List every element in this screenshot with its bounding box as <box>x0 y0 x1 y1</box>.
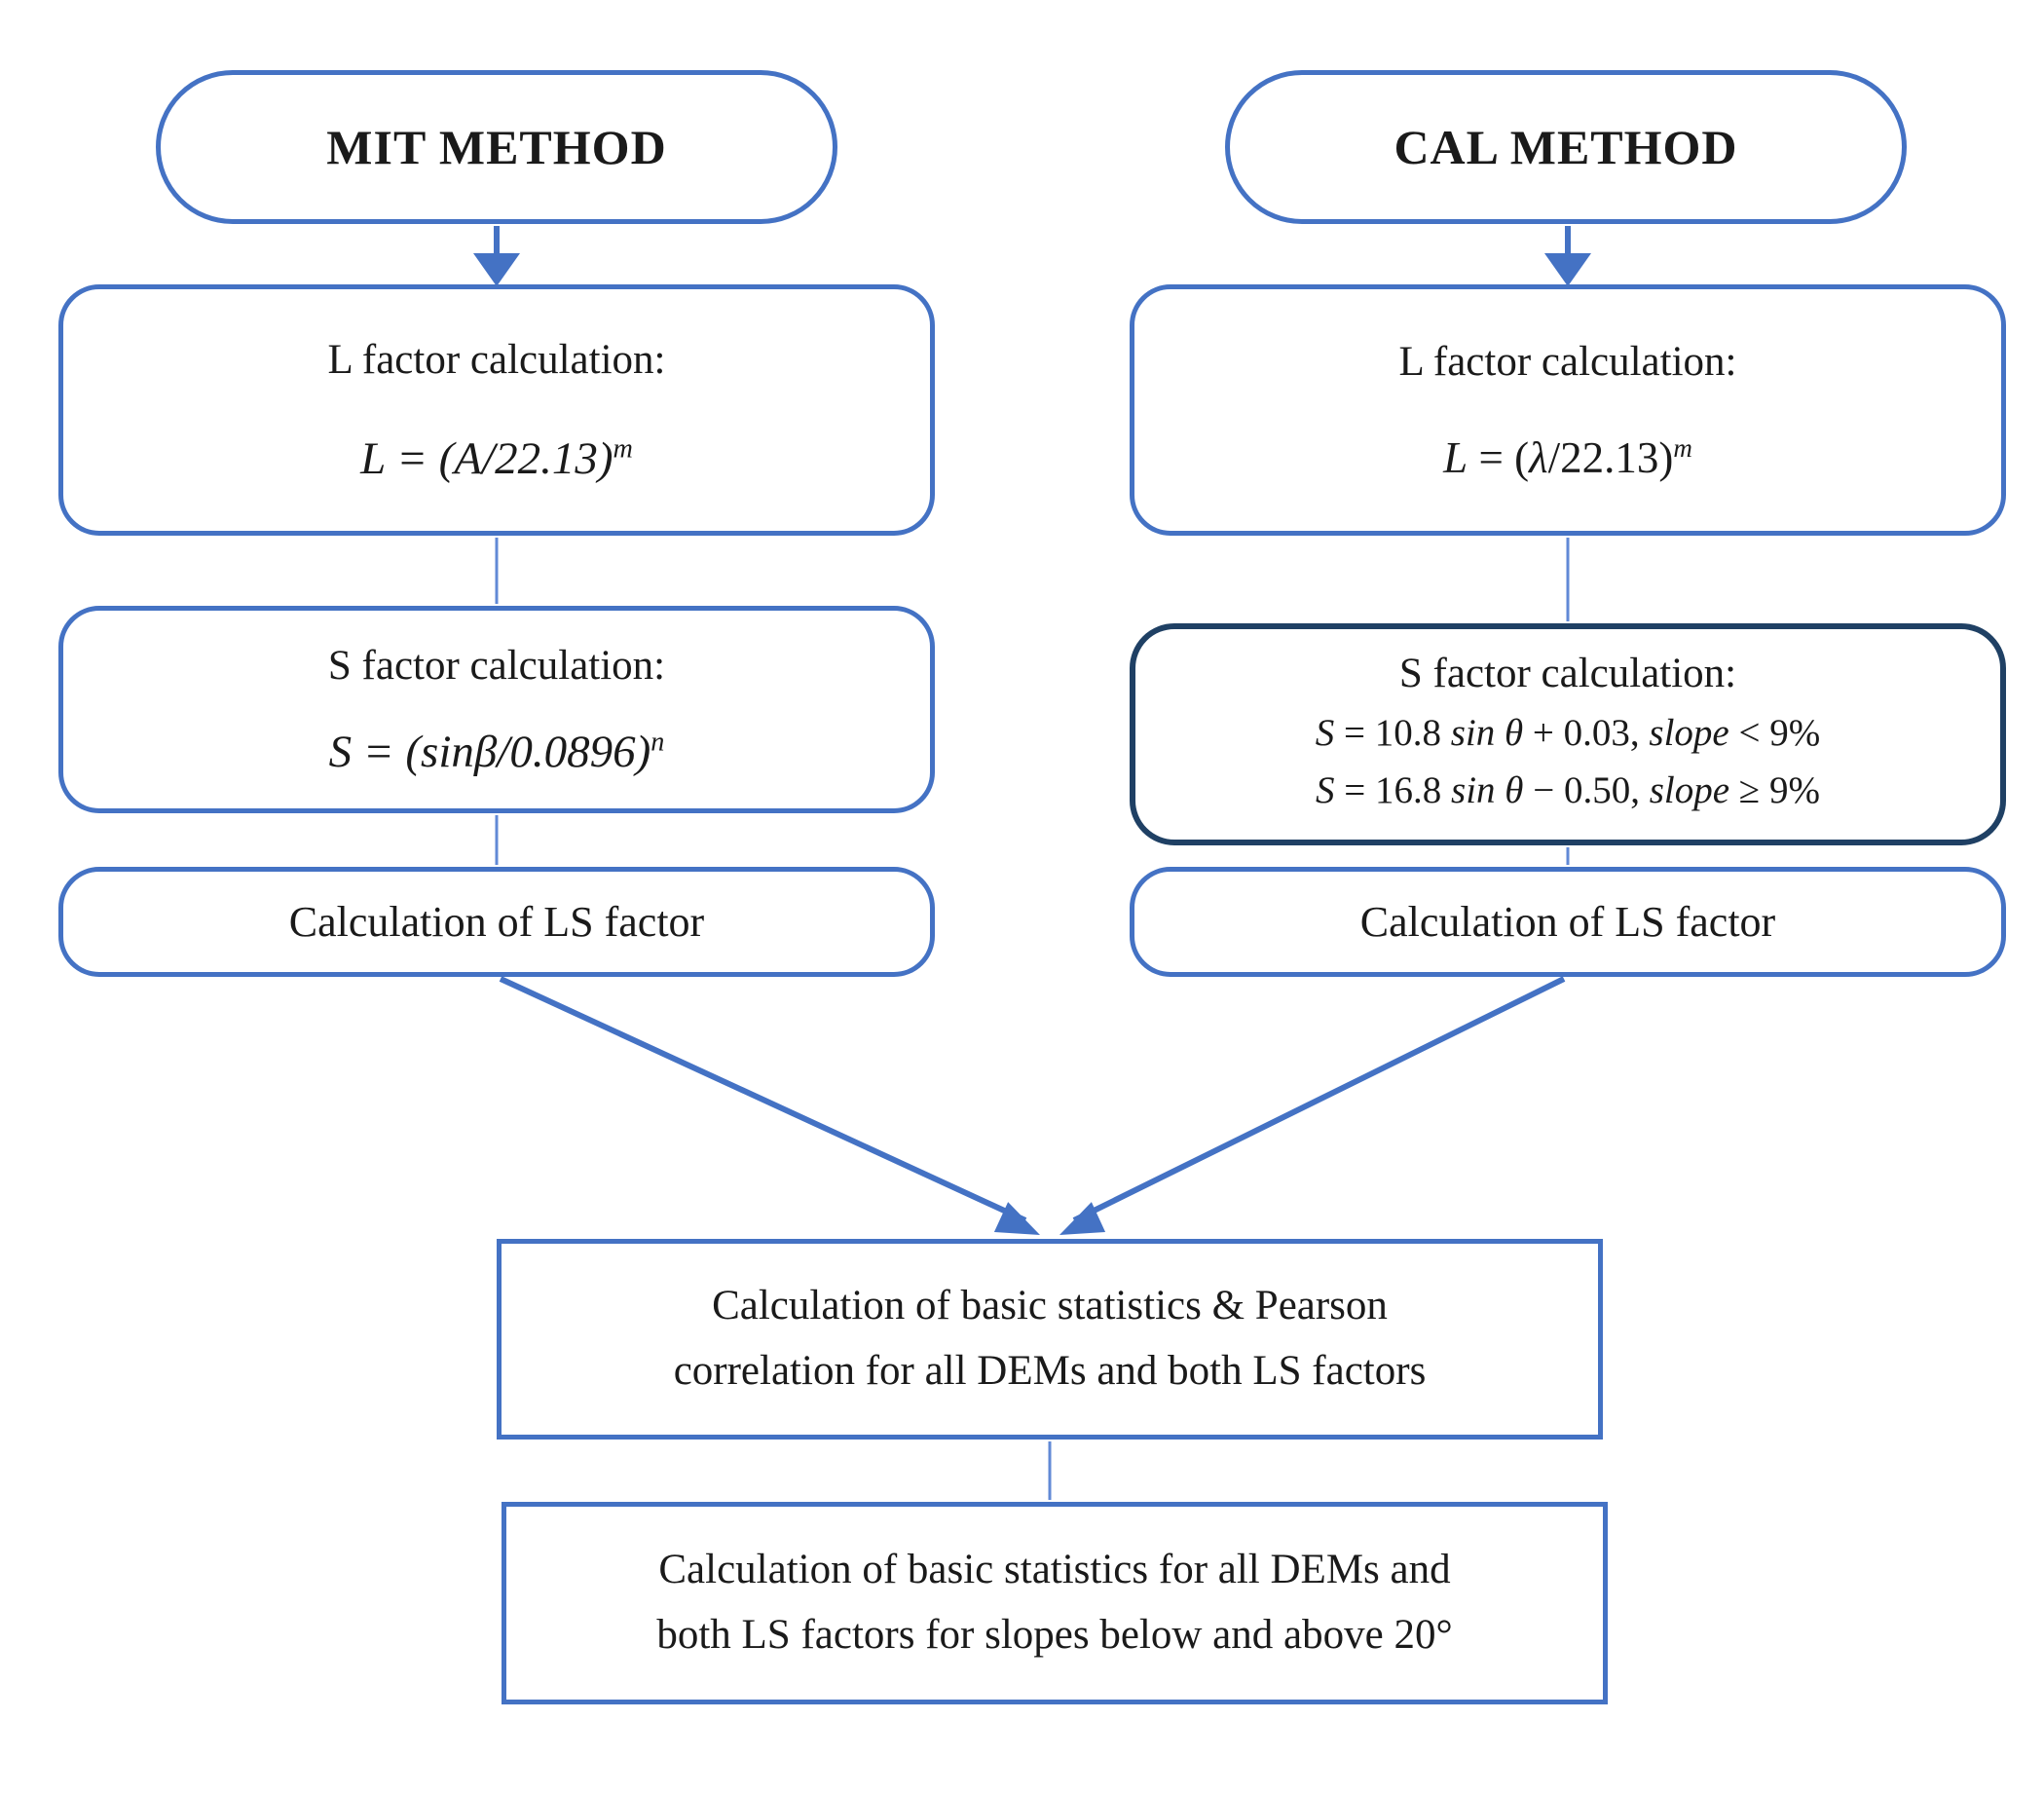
mit-ls-to-stats-line <box>499 976 1027 1223</box>
stats-box-line2: correlation for all DEMs and both LS fac… <box>673 1348 1427 1394</box>
mit-ls-factor-box: Calculation of LS factor <box>58 867 935 977</box>
slopes-box-line2: both LS factors for slopes below and abo… <box>656 1612 1453 1658</box>
statistics-slopes-box: Calculation of basic statistics for all … <box>502 1502 1608 1704</box>
cal-method-title: CAL METHOD <box>1394 120 1738 174</box>
mit-arrowhead-icon <box>473 253 520 286</box>
mit-l-factor-box: L factor calculation: L = (A/22.13)m <box>58 284 935 536</box>
mit-s-factor-formula: S = (sinβ/0.0896)n <box>328 727 665 778</box>
cal-arrowhead-icon <box>1544 253 1591 286</box>
cal-s-factor-formula-2: S = 16.8 sin θ − 0.50, slope ≥ 9% <box>1316 768 1820 811</box>
cal-ls-factor-box: Calculation of LS factor <box>1130 867 2006 977</box>
cal-method-terminator: CAL METHOD <box>1225 70 1907 224</box>
cal-ls-factor-label: Calculation of LS factor <box>1359 898 1776 946</box>
slopes-box-line1: Calculation of basic statistics for all … <box>658 1547 1451 1593</box>
cal-s-factor-heading: S factor calculation: <box>1398 651 1737 696</box>
cal-l-factor-formula: L = (λ/22.13)m <box>1443 432 1692 482</box>
cal-s-factor-formula-1: S = 10.8 sin θ + 0.03, slope < 9% <box>1315 712 1821 754</box>
cal-l-factor-heading: L factor calculation: <box>1398 339 1737 386</box>
cal-s-factor-box: S factor calculation: S = 10.8 sin θ + 0… <box>1130 623 2006 845</box>
mit-method-terminator: MIT METHOD <box>156 70 837 224</box>
mit-l-factor-formula: L = (A/22.13)m <box>360 432 633 484</box>
mit-method-title: MIT METHOD <box>326 120 667 174</box>
cal-ls-to-stats-line <box>1072 976 1566 1223</box>
cal-l-factor-box: L factor calculation: L = (λ/22.13)m <box>1130 284 2006 536</box>
mit-s-factor-box: S factor calculation: S = (sinβ/0.0896)n <box>58 606 935 813</box>
stats-box-line1: Calculation of basic statistics & Pearso… <box>712 1283 1388 1329</box>
mit-s-factor-heading: S factor calculation: <box>327 642 666 689</box>
mit-ls-factor-label: Calculation of LS factor <box>288 898 705 946</box>
basic-statistics-pearson-box: Calculation of basic statistics & Pearso… <box>497 1239 1603 1440</box>
mit-l-factor-heading: L factor calculation: <box>327 337 666 384</box>
